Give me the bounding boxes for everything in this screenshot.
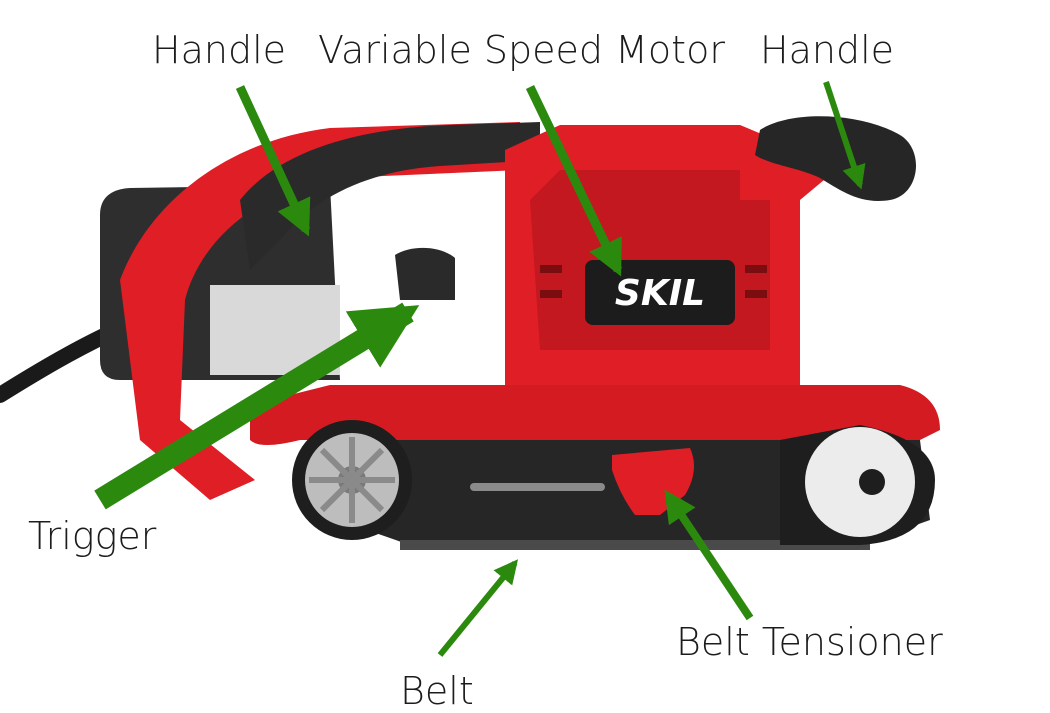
arrow-motor [525,85,623,277]
sanding-belt [400,540,870,550]
top-handle-grip [240,122,540,270]
arrow-handle-left [235,85,311,237]
label-variable-speed-motor: Variable Speed Motor [318,28,725,72]
label-handle-right: Handle [760,28,895,72]
trigger [395,247,455,300]
label-belt-tensioner: Belt Tensioner [676,620,943,664]
rear-roller-hub [859,469,885,495]
annotation-arrows [94,81,866,657]
arrow-belt-tensioner [664,489,754,621]
arrow-trigger [94,302,420,510]
arrow-handle-right [823,81,866,190]
motor-vent [540,290,562,298]
motor-vent [745,265,767,273]
motor-vent [745,290,767,298]
brand-logo: SKIL [615,273,705,314]
belt-track [310,440,930,545]
base-plate [250,385,940,445]
label-handle-left: Handle [152,28,287,72]
motor-vent [540,265,562,273]
arrow-belt [437,559,519,657]
belt-slot [470,483,605,491]
brand-badge [585,260,735,325]
label-belt: Belt [400,669,474,713]
rear-handle-grip [755,116,917,201]
front-roller-spokes [309,437,395,523]
front-handle [120,122,520,500]
label-trigger: Trigger [28,514,157,558]
